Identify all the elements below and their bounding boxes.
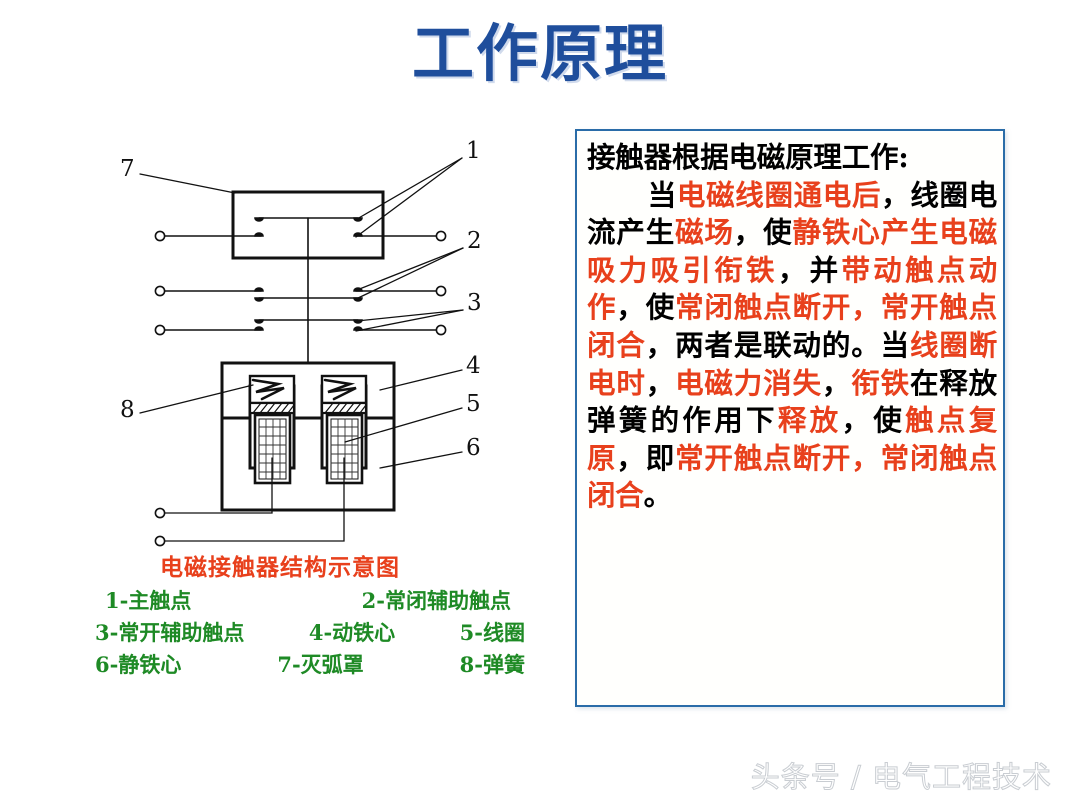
- callout-number-2: 2: [467, 228, 482, 254]
- explanation-highlight: 静铁心产生电磁吸力吸引衔铁: [587, 215, 997, 287]
- explanation-highlight: 电磁线圈通电后: [676, 177, 882, 212]
- explanation-panel: 接触器根据电磁原理工作:当电磁线圈通电后，线圈电流产生磁场，使静铁心产生电磁吸力…: [575, 129, 1005, 707]
- legend-item-7: 7-灭弧罩: [277, 651, 364, 677]
- legend-row: 3-常开辅助触点 4-动铁心 5-线圈: [95, 617, 525, 649]
- legend-row: 6-静铁心 7-灭弧罩 8-弹簧: [95, 649, 525, 681]
- callout-number-6: 6: [466, 435, 481, 461]
- legend-item-4: 4-动铁心: [308, 619, 396, 645]
- leader-7: [139, 173, 236, 194]
- terminal-coil-upper: [154, 507, 166, 519]
- explanation-highlight: 常开触点断开，常闭触点闭合: [587, 440, 997, 513]
- callout-number-3: 3: [467, 290, 482, 316]
- terminal-coil-lower: [154, 535, 166, 547]
- explanation-plain: 在释放弹簧的作用下: [587, 365, 997, 438]
- legend-item-2: 2-常闭辅助触点: [361, 588, 511, 613]
- contact-pad-1: [254, 217, 264, 222]
- legend-item-5: 5-线圈: [459, 619, 525, 645]
- legend-item-8: 8-弹簧: [459, 651, 525, 677]
- diagram-caption: 电磁接触器结构示意图: [160, 554, 400, 581]
- explanation-highlight: 触点复原: [587, 403, 998, 475]
- watermark: 头条号 / 电气工程技术: [750, 760, 1052, 795]
- spring-seat-right: [320, 401, 368, 415]
- coil-lead-upper: [164, 457, 273, 514]
- explanation-plain: ，使: [733, 215, 793, 250]
- explanation-plain: ，: [821, 365, 852, 400]
- contact-pad-3: [254, 232, 264, 237]
- leader-4: [379, 369, 463, 391]
- explanation-highlight: 线圈断电时: [587, 328, 998, 400]
- explanation-highlight: 带动触点动作: [587, 252, 997, 325]
- callout-number-8: 8: [120, 397, 135, 423]
- nc-pad-1: [254, 287, 264, 292]
- explanation-plain: ，两者是联动的。当: [645, 328, 910, 363]
- coil-lead-lower: [164, 457, 345, 542]
- legend-item-6: 6-静铁心: [95, 651, 182, 677]
- callout-number-5: 5: [466, 391, 481, 417]
- explanation-plain: 接触器根据电磁原理工作:: [587, 140, 909, 174]
- diagram-canvas: 1 2 3 4 5 6 7 8: [120, 138, 482, 547]
- spring-left-icon: [251, 378, 285, 401]
- leader-8: [139, 384, 254, 414]
- explanation-plain: ，即: [616, 440, 676, 475]
- explanation-text: 接触器根据电磁原理工作:当电磁线圈通电后，线圈电流产生磁场，使静铁心产生电磁吸力…: [587, 139, 997, 515]
- legend-item-1: 1-主触点: [105, 588, 192, 613]
- explanation-plain: ，使: [841, 403, 906, 438]
- leader-1b: [355, 157, 463, 238]
- explanation-plain: 。: [643, 478, 673, 513]
- diagram-legend: 1-主触点 2-常闭辅助触点 3-常开辅助触点 4-动铁心 5-线圈 6-静铁心…: [95, 585, 525, 681]
- leader-1a: [356, 157, 463, 220]
- no-pad-1: [254, 319, 264, 324]
- explanation-plain: 当: [646, 177, 677, 212]
- explanation-highlight: 常闭触点断开，常开触点闭合: [587, 290, 997, 363]
- leader-3a: [356, 309, 464, 322]
- explanation-highlight: 释放: [777, 403, 842, 438]
- callout-number-1: 1: [466, 138, 481, 164]
- static-core: [220, 416, 396, 512]
- legend-item-3: 3-常开辅助触点: [95, 619, 245, 645]
- explanation-highlight: 磁场: [675, 215, 734, 250]
- explanation-plain: ，使: [616, 290, 676, 325]
- terminal-no-left: [154, 324, 166, 336]
- terminal-no-right: [435, 324, 447, 336]
- callout-number-4: 4: [466, 353, 481, 379]
- terminal-nc-right: [435, 285, 447, 297]
- spring-right-icon: [323, 378, 357, 401]
- explanation-plain: ，并: [777, 252, 842, 287]
- no-pad-3: [254, 326, 264, 331]
- explanation-highlight: 衔铁: [851, 365, 910, 400]
- leader-2b: [355, 247, 464, 300]
- terminal-main-left: [154, 230, 166, 242]
- nc-pad-3: [254, 297, 264, 302]
- contact-pad-2: [353, 217, 363, 222]
- leader-6: [379, 451, 463, 469]
- leader-2a: [356, 247, 464, 291]
- explanation-plain: ，线圈电流产生: [587, 177, 997, 250]
- callout-number-7: 7: [120, 156, 135, 182]
- spring-seat-left: [248, 401, 296, 415]
- explanation-highlight: 电磁力消失: [675, 365, 822, 400]
- leader-3b: [355, 309, 464, 332]
- explanation-plain: ，: [645, 365, 676, 400]
- terminal-nc-left: [154, 285, 166, 297]
- page-title: 工作原理: [411, 17, 668, 90]
- contactor-structure-diagram: 1 2 3 4 5 6 7 8: [0, 118, 560, 588]
- legend-row: 1-主触点 2-常闭辅助触点: [95, 585, 525, 617]
- leader-5: [344, 407, 463, 443]
- terminal-main-right: [435, 230, 447, 242]
